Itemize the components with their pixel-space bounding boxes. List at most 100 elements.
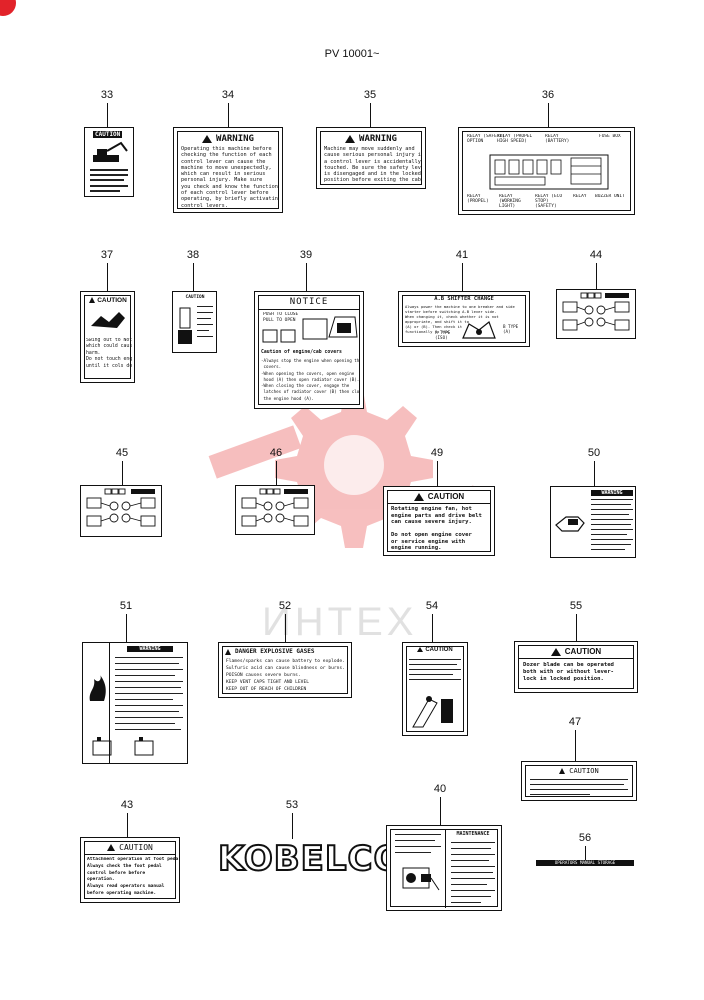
leader-33	[107, 103, 108, 127]
decal-34-title: WARNING	[216, 134, 254, 144]
warning-triangle-icon	[345, 134, 356, 143]
excavator-icon	[93, 141, 128, 162]
leader-43	[127, 813, 128, 837]
leader-39	[306, 263, 307, 291]
warning-triangle-icon	[202, 134, 213, 143]
watermark-text: ИНТЕХ	[262, 600, 418, 644]
decal-55: CAUTION Dozer blade can be operated both…	[514, 641, 638, 693]
callout-39: 39	[299, 249, 313, 261]
decal-43-body: Attachment operation at foot pedal Alway…	[87, 857, 179, 896]
decal-43-title: CAUTION	[119, 843, 153, 852]
callout-34: 34	[221, 89, 235, 101]
decal-46	[235, 485, 315, 535]
decal-51-title: WARNING	[127, 646, 173, 652]
leader-46	[276, 461, 277, 485]
decal-36-label-5: RELAY (WORKING LIGHT)	[499, 194, 521, 209]
leader-49	[437, 461, 438, 486]
callout-47: 47	[568, 716, 582, 728]
decal-39-body: -Always stop the engine when opening the…	[261, 358, 359, 401]
decal-36-label-8: BUZZER UNIT	[595, 194, 625, 199]
decal-36-label-3: FUSE BOX	[599, 134, 621, 139]
decal-41-b-type: B TYPE (A)	[503, 324, 519, 334]
decal-34-body: Operating this machine before checking t…	[181, 146, 279, 209]
callout-54: 54	[425, 600, 439, 612]
decal-36-label-4: RELAY (PROPEL)	[467, 194, 489, 204]
decal-43: CAUTION Attachment operation at foot ped…	[80, 837, 180, 903]
decal-41-title: A.B SHIFTER CHANGE	[434, 296, 494, 302]
decal-50: WARNING	[550, 486, 636, 558]
maintenance-diagram	[402, 867, 440, 891]
callout-50: 50	[587, 447, 601, 459]
decal-36-label-0: RELAY (SAFETY) OPTION	[467, 134, 505, 144]
engine-hood-diagram	[302, 316, 358, 340]
callout-43: 43	[120, 799, 134, 811]
decal-41: A.B SHIFTER CHANGE Always power the mach…	[398, 291, 530, 347]
callout-35: 35	[363, 89, 377, 101]
leader-41	[462, 263, 463, 291]
fan-hazard-icon	[91, 312, 125, 328]
lever-pattern-diagram-45	[86, 488, 156, 527]
callout-37: 37	[100, 249, 114, 261]
caution-triangle-icon	[417, 647, 424, 652]
decal-36-label-2: RELAY (BATTERY)	[545, 134, 570, 144]
callout-52: 52	[278, 600, 292, 612]
decal-54: CAUTION	[402, 642, 468, 736]
hand-hazard-icon	[555, 516, 585, 532]
decal-33-title: CAUTION	[93, 131, 123, 138]
caution-triangle-icon	[550, 647, 561, 656]
caution-triangle-icon	[413, 492, 424, 501]
lever-pattern-diagram-46	[241, 488, 309, 527]
callout-55: 55	[569, 600, 583, 612]
corner-marker	[0, 0, 16, 16]
kobelco-logo: KOBELCO	[217, 838, 404, 880]
caution-triangle-icon	[107, 844, 116, 851]
leader-35	[370, 103, 371, 127]
leader-38	[193, 263, 194, 291]
decal-44	[556, 289, 636, 339]
lever-lock-icon	[412, 696, 453, 728]
decal-52-title: DANGER EXPLOSIVE GASES	[235, 648, 315, 655]
decal-56-storage-label: OPERATORS MANUAL STORAGE	[536, 860, 634, 866]
leader-44	[596, 263, 597, 289]
callout-36: 36	[541, 89, 555, 101]
leader-36	[548, 103, 549, 127]
callout-45: 45	[115, 447, 129, 459]
callout-40: 40	[433, 783, 447, 795]
decal-35: WARNING Machine may move suddenly and ca…	[316, 127, 426, 189]
decal-37-title: CAUTION	[97, 297, 127, 304]
battery-icon	[92, 737, 154, 756]
callout-46: 46	[269, 447, 283, 459]
decal-55-body: Dozer blade can be operated both with or…	[523, 662, 614, 682]
decal-36-label-7: RELAY	[573, 194, 587, 199]
decal-34: WARNING Operating this machine before ch…	[173, 127, 283, 213]
decal-41-body: Always power the machine to one breaker …	[405, 304, 515, 334]
danger-triangle-icon	[225, 648, 231, 655]
decal-39: NOTICE PUSH TO CLOSE PULL TO OPEN Cautio…	[254, 291, 364, 409]
lever-pattern-diagram-44	[562, 292, 630, 331]
decal-52: DANGER EXPLOSIVE GASES Flames/sparks can…	[218, 642, 352, 698]
decal-37-body: Swing out to Not which could cause harm.…	[86, 338, 132, 369]
latch-diagram	[262, 329, 296, 343]
decal-47: CAUTION	[521, 761, 637, 801]
decal-35-body: Machine may move suddenly and cause seri…	[324, 146, 422, 184]
leader-54	[432, 614, 433, 642]
decal-45	[80, 485, 162, 537]
decal-39-subtitle: Caution of engine/cab covers	[261, 350, 342, 355]
callout-49: 49	[430, 447, 444, 459]
callout-33: 33	[100, 89, 114, 101]
leader-56	[585, 846, 586, 860]
decal-47-title: CAUTION	[569, 767, 599, 775]
leader-52	[285, 614, 286, 642]
shifter-lever-icon	[462, 321, 496, 339]
lever-figure-icon	[178, 307, 192, 344]
decal-36: RELAY (SAFETY) OPTION RELAY (PROPEL HIGH…	[458, 127, 635, 215]
decal-38-title: CAUTION	[185, 295, 205, 300]
callout-53: 53	[285, 799, 299, 811]
decal-52-body: Flames/sparks can cause battery to explo…	[226, 659, 345, 692]
decal-38: CAUTION	[172, 291, 217, 353]
page-header: PV 10001~	[324, 48, 380, 60]
decal-49-title: CAUTION	[427, 492, 465, 501]
callout-44: 44	[589, 249, 603, 261]
decal-36-label-1: RELAY (PROPEL HIGH SPEED)	[497, 134, 533, 144]
decal-54-title: CAUTION	[425, 647, 453, 654]
